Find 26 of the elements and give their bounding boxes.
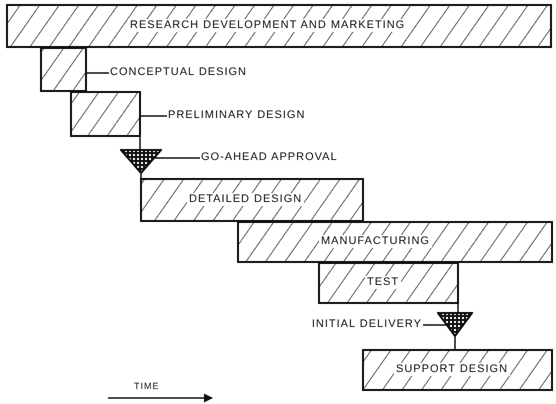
connector-line bbox=[457, 304, 459, 312]
activity-label: SUPPORT DESIGN bbox=[394, 363, 510, 376]
activity-bar bbox=[6, 4, 552, 48]
connector-line bbox=[140, 174, 142, 178]
activity-label: MANUFACTURING bbox=[319, 235, 432, 248]
connector-line bbox=[454, 337, 456, 349]
activity-label: DETAILED DESIGN bbox=[187, 193, 304, 206]
milestone-triangle bbox=[437, 312, 473, 337]
axis-label: TIME bbox=[134, 380, 160, 393]
callout-label: PRELIMINARY DESIGN bbox=[168, 109, 306, 122]
leader-line bbox=[423, 324, 446, 326]
leader-line bbox=[154, 157, 200, 159]
activity-label: TEST bbox=[365, 276, 402, 289]
activity-bar bbox=[40, 47, 87, 92]
leader-line bbox=[87, 72, 109, 74]
activity-bar bbox=[70, 91, 141, 137]
activity-bar bbox=[140, 178, 364, 222]
callout-label: GO-AHEAD APPROVAL bbox=[201, 151, 338, 164]
activity-bar bbox=[318, 262, 459, 304]
callout-label: CONCEPTUAL DESIGN bbox=[110, 66, 248, 79]
activity-bar bbox=[237, 221, 553, 263]
leader-line bbox=[141, 115, 167, 117]
activity-bar bbox=[362, 349, 553, 391]
connector-line bbox=[139, 137, 141, 149]
callout-label: INITIAL DELIVERY bbox=[312, 318, 422, 331]
milestone-triangle bbox=[120, 149, 162, 174]
